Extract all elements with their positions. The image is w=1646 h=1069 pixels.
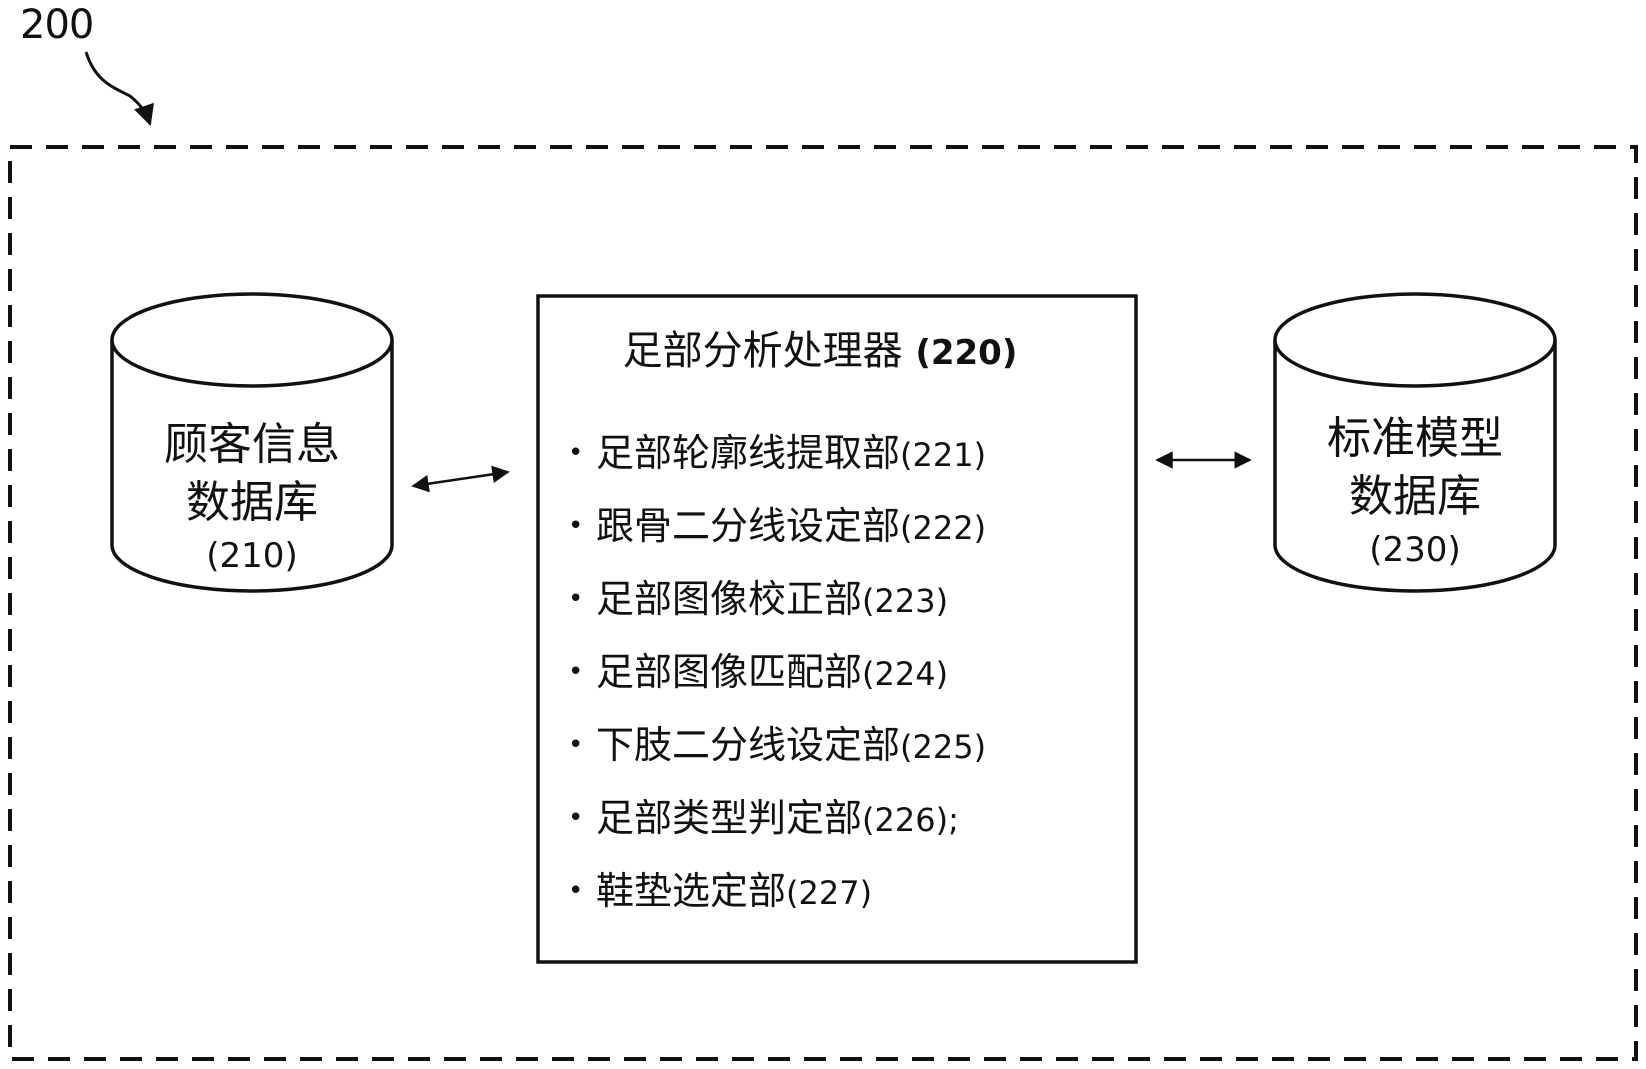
processor-module-list: •足部轮廓线提取部(221) •跟骨二分线设定部(222) •足部图像校正部(2… — [568, 423, 986, 934]
module-ref: (227) — [786, 874, 873, 912]
module-item: • 足部类型判定部(226); — [568, 788, 986, 861]
standard-db-ref: (230) — [1369, 530, 1461, 570]
bullet: • — [568, 584, 584, 614]
standard-db-label-line2: 数据库 — [1349, 471, 1481, 522]
customer-db-ref: (210) — [206, 536, 298, 576]
system-boundary — [8, 145, 1638, 1061]
customer-db-label-line1: 顾客信息 — [164, 419, 340, 470]
module-item: • 下肢二分线设定部(225) — [568, 715, 986, 788]
standard-db-cylinder — [1273, 292, 1557, 593]
module-name: 足部图像匹配部 — [596, 650, 863, 694]
bullet: • — [568, 803, 584, 833]
module-ref: (224) — [862, 655, 949, 693]
module-item: • 鞋垫选定部(227) — [568, 861, 986, 934]
standard-db-label-line1: 标准模型 — [1327, 413, 1503, 464]
module-item: • 足部图像校正部(223) — [568, 569, 986, 642]
module-item: • 足部轮廓线提取部(221) — [568, 423, 986, 496]
customer-db-cylinder — [110, 292, 394, 593]
figure-number: 200 — [20, 2, 94, 48]
module-name: 足部类型判定部 — [596, 796, 863, 840]
module-item: • 跟骨二分线设定部(222) — [568, 496, 986, 569]
module-name: 跟骨二分线设定部 — [596, 504, 901, 548]
module-ref: (226); — [862, 801, 959, 839]
figure-pointer-arrow — [84, 51, 154, 126]
bullet: • — [568, 438, 584, 468]
module-name: 足部图像校正部 — [596, 577, 863, 621]
bullet: • — [568, 511, 584, 541]
module-name: 足部轮廓线提取部 — [596, 431, 901, 475]
processor-title: 足部分析处理器 (220) — [540, 318, 1100, 376]
customer-db-connector — [411, 465, 510, 493]
processor-title-text: 足部分析处理器 — [622, 328, 903, 374]
module-name: 下肢二分线设定部 — [596, 723, 901, 767]
bullet: • — [568, 876, 584, 906]
bullet: • — [568, 730, 584, 760]
module-name: 鞋垫选定部 — [596, 869, 787, 913]
processor-box — [536, 294, 1138, 964]
module-item: • 足部图像匹配部(224) — [568, 642, 986, 715]
processor-ref: (220) — [915, 333, 1018, 373]
module-ref: (221) — [900, 436, 987, 474]
module-ref: (222) — [900, 509, 987, 547]
bullet: • — [568, 657, 584, 687]
module-ref: (223) — [862, 582, 949, 620]
customer-db-label-line2: 数据库 — [186, 477, 318, 528]
module-ref: (225) — [900, 728, 987, 766]
